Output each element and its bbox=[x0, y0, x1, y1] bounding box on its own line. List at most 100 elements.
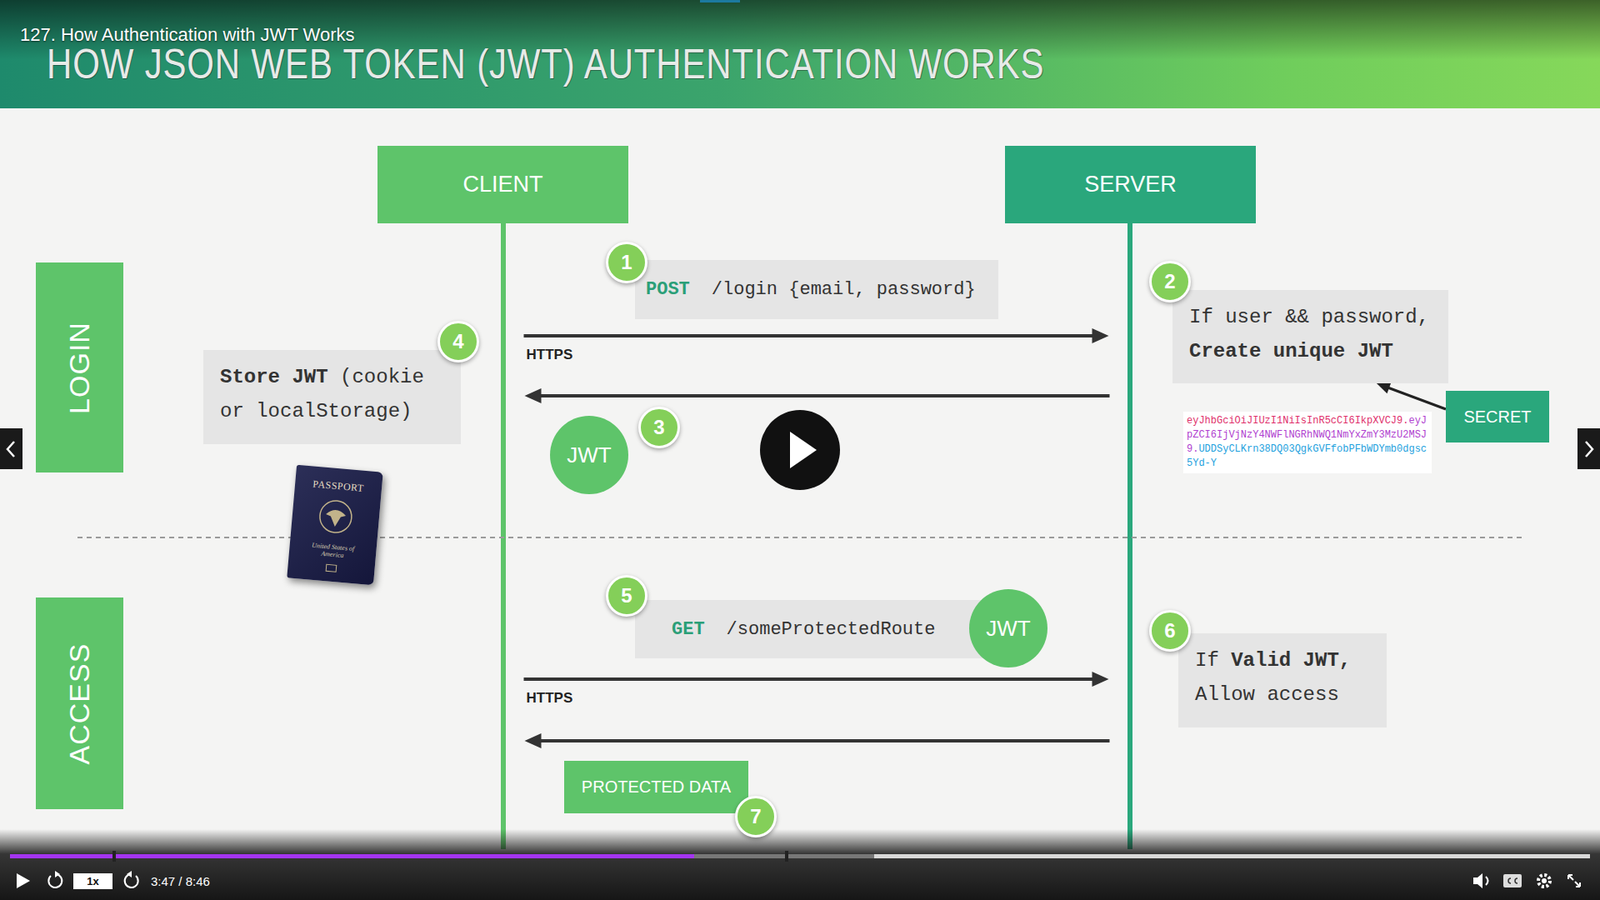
text-line: SECRET bbox=[1463, 407, 1531, 427]
progress-track bbox=[10, 854, 1590, 859]
text-line: JWT bbox=[985, 615, 1030, 642]
actor-box: SERVER bbox=[1005, 145, 1256, 224]
token-box: eyJhbGciOiJIUzI1NiIsInR5cCI6IkpXVCJ9.eyJ… bbox=[1183, 411, 1432, 474]
connector bbox=[525, 388, 1110, 404]
text-line: GET/someProtectedRoute bbox=[671, 619, 935, 640]
connector-line bbox=[538, 394, 1110, 398]
secret-box: SECRET bbox=[1445, 390, 1550, 443]
edge-label: HTTPS bbox=[526, 690, 574, 707]
callout-number: 7 bbox=[735, 795, 777, 838]
request-box: GET/someProtectedRoute bbox=[635, 600, 1005, 659]
passport-chip bbox=[325, 564, 337, 572]
nav-button bbox=[1577, 428, 1600, 470]
text-line: If Valid JWT, bbox=[1195, 643, 1370, 678]
node-text: If bbox=[1195, 649, 1220, 672]
time-readout: 3:47 / 8:46 bbox=[150, 874, 210, 889]
forward-icon bbox=[126, 870, 132, 878]
arrow-head bbox=[1376, 382, 1391, 394]
node-text: GET bbox=[671, 619, 705, 640]
nav-button bbox=[0, 428, 23, 470]
play-triangle bbox=[790, 431, 817, 469]
request-box: POST/login {email, password} bbox=[635, 260, 999, 320]
connector bbox=[524, 671, 1110, 687]
text-line: Allow access bbox=[1195, 677, 1370, 712]
connector bbox=[525, 733, 1110, 749]
play-icon bbox=[16, 873, 30, 889]
node-text: Allow access bbox=[1195, 683, 1340, 706]
video-title: 127. How Authentication with JWT Works bbox=[20, 24, 355, 46]
callout-number: 4 bbox=[437, 320, 480, 363]
token-circle: JWT bbox=[550, 415, 629, 495]
volume-icon bbox=[1473, 873, 1483, 889]
text-line: CLIENT bbox=[462, 171, 543, 198]
token-circle: JWT bbox=[969, 589, 1048, 668]
connector-line bbox=[538, 739, 1110, 743]
arrow-head bbox=[1092, 671, 1110, 687]
callout-number: 6 bbox=[1149, 610, 1191, 652]
title-text: HOW JSON WEB TOKEN (JWT) AUTHENTICATION … bbox=[46, 40, 1045, 89]
callout-number: 5 bbox=[605, 575, 648, 617]
play-button bbox=[760, 410, 840, 490]
node-text: JWT bbox=[985, 615, 1030, 641]
passport-picture: PASSPORT United States of America bbox=[286, 465, 383, 586]
text-line: PROTECTED DATA bbox=[581, 777, 731, 797]
lifeline bbox=[1127, 223, 1133, 850]
scrub-tick bbox=[700, 0, 740, 3]
progress-marker bbox=[112, 850, 116, 862]
passport-text: United States of America bbox=[307, 540, 359, 560]
node-text: /login {email, password} bbox=[711, 279, 976, 300]
text-line: eyJhbGciOiJIUzI1NiIsInR5cCI6IkpXVCJ9.eyJ… bbox=[1186, 414, 1429, 471]
rewind-icon bbox=[55, 870, 60, 878]
passport-text: PASSPORT bbox=[295, 476, 383, 497]
connector-line bbox=[1386, 386, 1446, 410]
text-line: LOGIN bbox=[33, 351, 126, 385]
volume-icon bbox=[1485, 876, 1489, 885]
node-text: ACCESS bbox=[63, 642, 96, 765]
node-text: Valid JWT, bbox=[1230, 649, 1351, 672]
connector bbox=[1376, 382, 1446, 410]
nav-chevron bbox=[1585, 441, 1593, 457]
node-text: Store JWT bbox=[220, 365, 329, 389]
phase-band: ACCESS bbox=[35, 597, 124, 810]
lifeline bbox=[500, 223, 506, 850]
node-text: eyJhbGciOiJIUzI1NiIsInR5cCI6IkpXVCJ9. bbox=[1186, 415, 1409, 427]
node-text: LOGIN bbox=[63, 321, 96, 415]
arrow-head bbox=[525, 733, 542, 749]
passport-seal bbox=[318, 499, 353, 534]
node-text: Create unique JWT bbox=[1189, 340, 1394, 363]
settings-icon bbox=[1538, 875, 1550, 887]
cc-icon bbox=[1503, 874, 1522, 888]
callout-number: 3 bbox=[638, 406, 680, 449]
nav-chevron bbox=[7, 441, 15, 457]
progress-marker bbox=[785, 850, 789, 862]
text-line: Store JWT(cookie or localStorage) bbox=[220, 360, 445, 429]
text-line: SERVER bbox=[1084, 171, 1177, 198]
text-line: Create unique JWT bbox=[1189, 334, 1432, 369]
edge-label: HTTPS bbox=[526, 346, 574, 364]
header-band: HOW JSON WEB TOKEN (JWT) AUTHENTICATION … bbox=[0, 0, 1600, 109]
phase-band: LOGIN bbox=[35, 262, 124, 473]
speed-button: 1x bbox=[73, 873, 113, 890]
arrow-head bbox=[1092, 328, 1110, 344]
expand-icon bbox=[1568, 875, 1580, 887]
step-box: Store JWT(cookie or localStorage) bbox=[203, 350, 461, 445]
node-text: /someProtectedRoute bbox=[726, 619, 936, 640]
node-text: SECRET bbox=[1463, 407, 1531, 426]
player-bar bbox=[0, 829, 1600, 900]
actor-box: CLIENT bbox=[377, 145, 629, 224]
passport-eagle bbox=[325, 509, 347, 528]
node-text: SERVER bbox=[1084, 171, 1177, 197]
node-text: UDDSyCLKrn38DQ03QgkGVFfobPFbWDYmb0dgsc5Y… bbox=[1186, 443, 1427, 470]
node-text: If user && password, bbox=[1189, 305, 1430, 329]
node-text: POST bbox=[645, 279, 690, 300]
step-box: If Valid JWT, Allow access bbox=[1178, 633, 1387, 728]
node-text: PROTECTED DATA bbox=[581, 777, 731, 796]
response-box: PROTECTED DATA bbox=[564, 760, 749, 814]
callout-number: 1 bbox=[605, 241, 648, 284]
progress-buffer bbox=[10, 854, 875, 859]
text-line: ACCESS bbox=[19, 687, 141, 720]
text-line: JWT bbox=[566, 442, 611, 469]
connector-line bbox=[524, 334, 1096, 338]
step-box: If user && password, Create unique JWT bbox=[1172, 290, 1449, 384]
